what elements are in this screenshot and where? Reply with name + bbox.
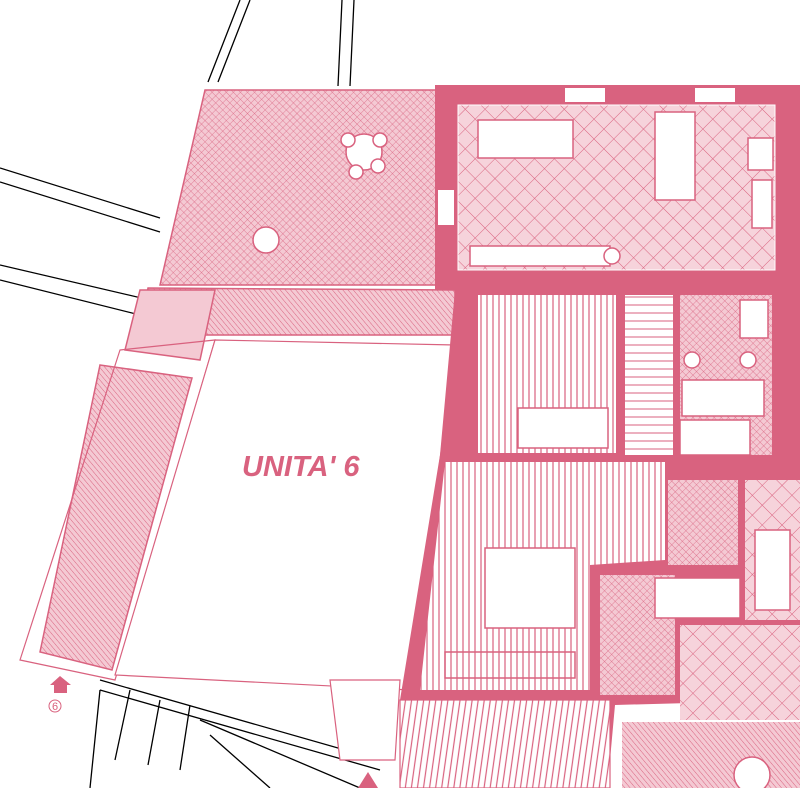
context-lines bbox=[0, 0, 381, 788]
bench bbox=[444, 651, 576, 679]
unit-label: UNITA' 6 bbox=[242, 451, 360, 483]
entrance-area bbox=[399, 699, 611, 788]
sofa bbox=[754, 529, 791, 611]
room-right-bottom bbox=[680, 625, 800, 720]
bathtub bbox=[654, 577, 741, 619]
left-strip bbox=[39, 364, 193, 671]
bath-fixtures bbox=[679, 299, 769, 456]
marker-number: 6 bbox=[52, 701, 58, 713]
window bbox=[438, 190, 454, 225]
arrow-up-icon bbox=[50, 676, 71, 693]
window bbox=[565, 88, 605, 102]
entrance-marker: 6 bbox=[48, 676, 71, 713]
stairs bbox=[625, 295, 673, 455]
terrace-table bbox=[252, 132, 388, 254]
bottom-terrace bbox=[622, 722, 800, 788]
bed bbox=[484, 547, 576, 629]
plant bbox=[733, 756, 771, 788]
entrance-step bbox=[329, 679, 401, 761]
living-furniture bbox=[469, 111, 774, 267]
left-strip-border bbox=[19, 339, 216, 681]
bed bbox=[517, 407, 609, 449]
terrace bbox=[159, 89, 439, 286]
window bbox=[695, 88, 735, 102]
side-wall bbox=[124, 289, 216, 361]
entrance-arrow-icon bbox=[358, 772, 378, 788]
bathroom-2 bbox=[668, 480, 738, 565]
